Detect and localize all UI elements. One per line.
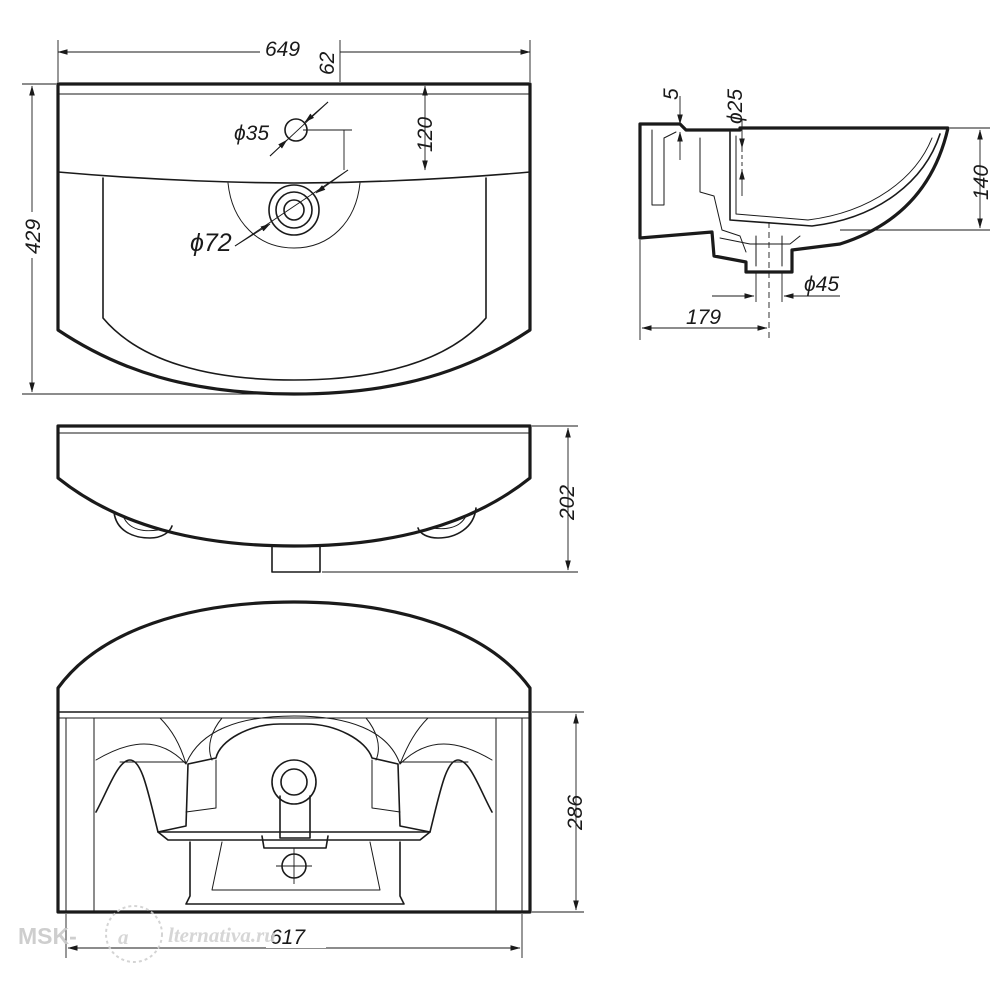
watermark-suffix: lternativa.ru [168,923,276,947]
bottom-rib-left-2 [95,717,223,765]
side-outlet-inner [719,235,801,267]
bottom-drain-block [157,831,431,841]
bottom-tap-column [279,795,311,839]
bottom-rib-arch [185,715,401,765]
dim-286-label: 286 [564,795,587,831]
dim-429-gap [22,212,42,258]
watermark: MSK- a lternativa.ru [18,905,276,963]
front-right-foot-inner [431,515,467,530]
dim-phi45-label: ϕ45 [804,273,839,296]
front-left-foot [113,511,173,539]
bottom-rib-right-2 [365,717,493,765]
drain-hole-outer [268,184,320,236]
bottom-outline [56,600,532,914]
dim-120-label: 120 [414,117,437,152]
phi35-arrow-b [304,101,329,123]
phi72-leader [234,169,349,247]
phi72-arrow-a [234,223,271,247]
phi35-label: ϕ35 [234,122,269,145]
front-view: 202 [56,424,579,573]
side-overflow-channel [651,129,747,253]
drain-hole-inner [283,199,305,221]
front-outlet-pipe [271,545,321,573]
dim-202-label: 202 [556,485,579,521]
dim-649-gap [260,40,340,60]
bottom-base-tray [185,841,405,905]
phi72-label: ϕ72 [190,229,232,257]
watermark-logo-ring [105,905,163,963]
bottom-rib-cross [119,759,469,813]
side-outer-section [638,122,950,274]
bowl-outline [102,177,487,381]
watermark-logo-letter: a [118,925,129,949]
drain-recess [227,182,361,249]
bottom-base-tray-inner [211,841,381,891]
dim-649-label: 649 [265,38,300,61]
tap-deck-edge [57,171,531,184]
dim-617-label: 617 [270,926,306,949]
dim-179-label: 179 [686,306,721,329]
side-bowl-glaze [735,135,933,221]
side-bowl-inner [729,131,941,227]
bottom-rib-left [95,723,493,833]
front-left-foot-inner [123,517,159,532]
dim-140-label: 140 [970,165,993,200]
dim-phi25-label: ϕ25 [724,89,747,124]
bottom-tap-hole-inner [280,768,308,796]
front-outline [56,424,532,548]
basin-top-outline [56,82,532,396]
bottom-view: 286 617 [56,600,587,958]
watermark-brand: MSK- [18,923,77,949]
bottom-tap-saddle [261,835,329,849]
top-view: 649 62 120 429 ϕ35 ϕ72 [22,38,532,396]
drain-hole-mid [275,191,313,229]
dim-62-label: 62 [316,51,339,75]
bottom-tap-hole-outer [271,759,317,805]
phi72-arrow-b [315,169,349,194]
phi35-arrow-a [269,139,288,157]
front-right-foot [417,507,477,539]
dim-5-label: 5 [660,88,683,100]
dim-617-gap [266,928,326,948]
side-view: 5 ϕ25 140 179 ϕ45 [638,88,993,340]
dim-429-label: 429 [22,219,45,254]
